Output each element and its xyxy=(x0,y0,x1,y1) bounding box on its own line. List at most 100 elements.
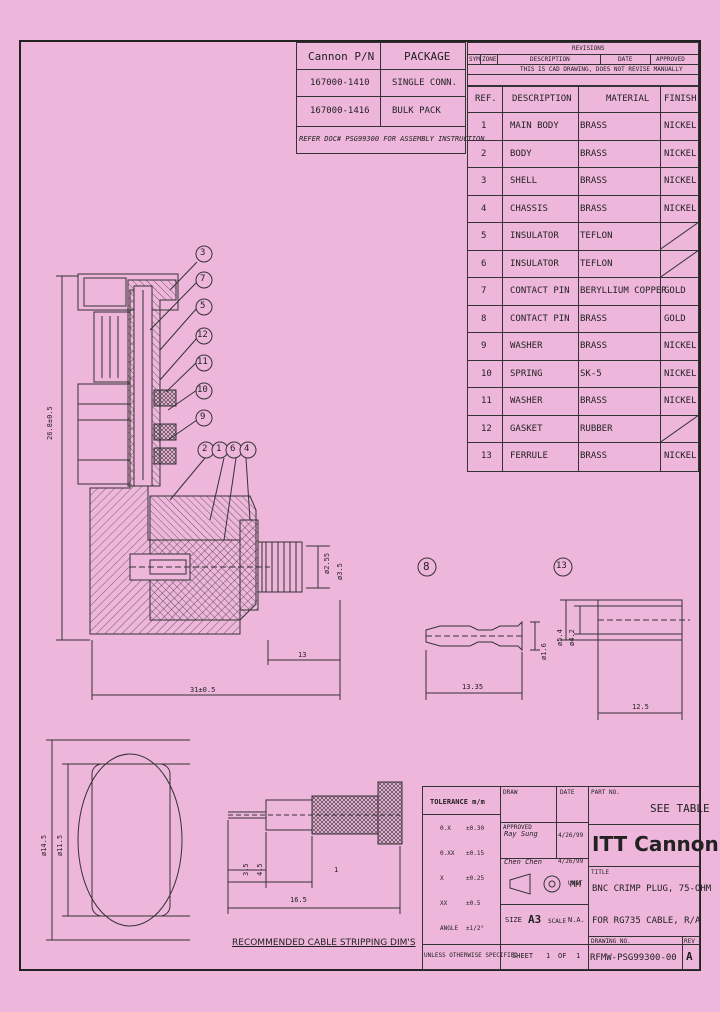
bom-col-line xyxy=(660,86,661,472)
bom-row-line xyxy=(467,249,699,251)
drawing-no-label: DRAWING NO. xyxy=(591,938,631,945)
bom-description: SPRING xyxy=(510,368,543,379)
bom-description: BODY xyxy=(510,148,532,159)
balloon-1: 1 xyxy=(216,444,222,454)
bom-row-line xyxy=(467,414,699,416)
tolerance-value: ±0.15 xyxy=(466,850,485,857)
drawing-number: RFMW-PSG99300-00 xyxy=(590,953,677,963)
tolerance-key: ANGLE xyxy=(440,925,459,932)
bom-row-line xyxy=(467,194,699,196)
balloon-4: 4 xyxy=(244,444,250,454)
company-name: ITT Cannon xyxy=(592,832,719,856)
bom-material: BRASS xyxy=(580,121,608,131)
dim-31: 31±0.5 xyxy=(190,686,216,694)
sheet-label: SHEET xyxy=(512,952,534,960)
bom-ref: 5 xyxy=(481,231,487,241)
bom-row-line xyxy=(467,139,699,141)
bom-ref: 1 xyxy=(481,121,487,131)
draw-date: 4/26/99 xyxy=(558,832,584,839)
bom-row-line xyxy=(467,222,699,223)
bom-description: FERRULE xyxy=(510,451,548,461)
bom-material: BRASS xyxy=(580,176,608,186)
dim-height: 26.8±0.5 xyxy=(46,406,54,440)
product-title-1: BNC CRIMP PLUG, 75-OHM xyxy=(592,884,712,894)
drawing-sheet xyxy=(19,40,701,971)
projection-symbol-icon xyxy=(509,873,561,895)
dim-d255: ø2.55 xyxy=(323,552,331,574)
bom-ref: 12 xyxy=(481,423,492,434)
balloon-9: 9 xyxy=(200,412,206,422)
bom-row-line xyxy=(467,167,699,168)
dim-strip-c: 1 xyxy=(334,866,339,874)
bom-row-line xyxy=(467,387,699,388)
bom-ref: 7 xyxy=(481,286,487,296)
dim-d35: ø3.5 xyxy=(336,563,344,580)
draw-name: Ray Sung xyxy=(504,830,538,838)
sheet-number: 1 xyxy=(546,952,551,960)
dim-ferrule-length: 12.5 xyxy=(632,703,649,711)
bom-material: SK-5 xyxy=(580,368,602,379)
part-no-value: SEE TABLE xyxy=(650,802,710,815)
bom-row-line xyxy=(467,277,699,278)
bom-material: BERYLLIUM COPPER xyxy=(580,286,667,296)
bom-header-desc: DESCRIPTION xyxy=(512,94,572,104)
rev-label: REV xyxy=(684,938,695,945)
rev-col-approved: APPROVED xyxy=(656,56,685,63)
bom-description: CONTACT PIN xyxy=(510,313,570,324)
bom-finish-empty xyxy=(660,222,699,250)
pkg-row-2: BULK PACK xyxy=(392,106,441,116)
check-label: APPROVED xyxy=(503,824,532,831)
unless-note: UNLESS OTHERWISE SPECIFIED xyxy=(424,952,518,959)
end-view xyxy=(46,739,190,941)
balloon-detail-8: 8 xyxy=(423,560,430,573)
pn-row-2: 167000-1416 xyxy=(310,106,370,116)
tolerance-key: 0.X xyxy=(440,825,451,832)
dim-ferrule-d1: ø5.4 xyxy=(556,629,564,646)
dim-pin-diameter: ø1.6 xyxy=(540,643,548,660)
draw-label: DRAW xyxy=(503,789,518,796)
pn-table xyxy=(296,42,466,154)
bom-finish: GOLD xyxy=(664,286,686,296)
title-block xyxy=(422,786,700,970)
balloon-11: 11 xyxy=(197,357,208,367)
bom-finish-empty xyxy=(660,414,699,442)
bom-header-ref: REF. xyxy=(475,94,497,104)
check-name: Chen Chen xyxy=(504,858,542,866)
stripping-title: RECOMMENDED CABLE STRIPPING DIM'S xyxy=(232,938,416,948)
draw-date-label: DATE xyxy=(560,789,575,796)
pkg-row-1: SINGLE CONN. xyxy=(392,78,458,88)
bom-ref: 8 xyxy=(481,313,487,324)
bom-material: BRASS xyxy=(580,341,608,351)
unit-label: UNIT xyxy=(568,880,583,887)
bom-row-line xyxy=(467,112,699,113)
bom-ref: 3 xyxy=(481,176,487,186)
bom-finish-empty xyxy=(660,249,699,277)
bom-ref: 9 xyxy=(481,341,487,351)
bom-description: INSULATOR xyxy=(510,258,559,269)
bom-material: BRASS xyxy=(580,396,608,406)
rev-value: A xyxy=(686,950,693,963)
bom-row-line xyxy=(467,332,699,333)
rev-col-zone: ZONE xyxy=(482,56,497,63)
bom-finish: NICKEL xyxy=(664,451,697,461)
bom-material: BRASS xyxy=(580,313,608,324)
bom-finish: NICKEL xyxy=(664,368,697,379)
bom-row-line xyxy=(467,304,699,306)
bom-ref: 11 xyxy=(481,396,492,406)
balloon-3: 3 xyxy=(200,248,206,258)
bom-description: WASHER xyxy=(510,341,543,351)
bom-finish: NICKEL xyxy=(664,396,697,406)
detail-contact-pin xyxy=(425,620,540,700)
bom-description: SHELL xyxy=(510,176,538,186)
dim-oval-2: ø11.5 xyxy=(56,834,64,856)
bom-material: BRASS xyxy=(580,148,608,159)
product-title-2: FOR RG735 CABLE, R/A xyxy=(592,916,701,926)
bom-ref: 6 xyxy=(481,258,487,269)
bom-col-line xyxy=(502,86,503,472)
bom-header-finish: FINISH xyxy=(664,94,697,104)
rev-col-sym: SYM xyxy=(469,56,480,63)
bom-col-line xyxy=(578,86,579,472)
tolerance-value: ±0.25 xyxy=(466,875,485,882)
unit-value: MM xyxy=(570,880,581,890)
